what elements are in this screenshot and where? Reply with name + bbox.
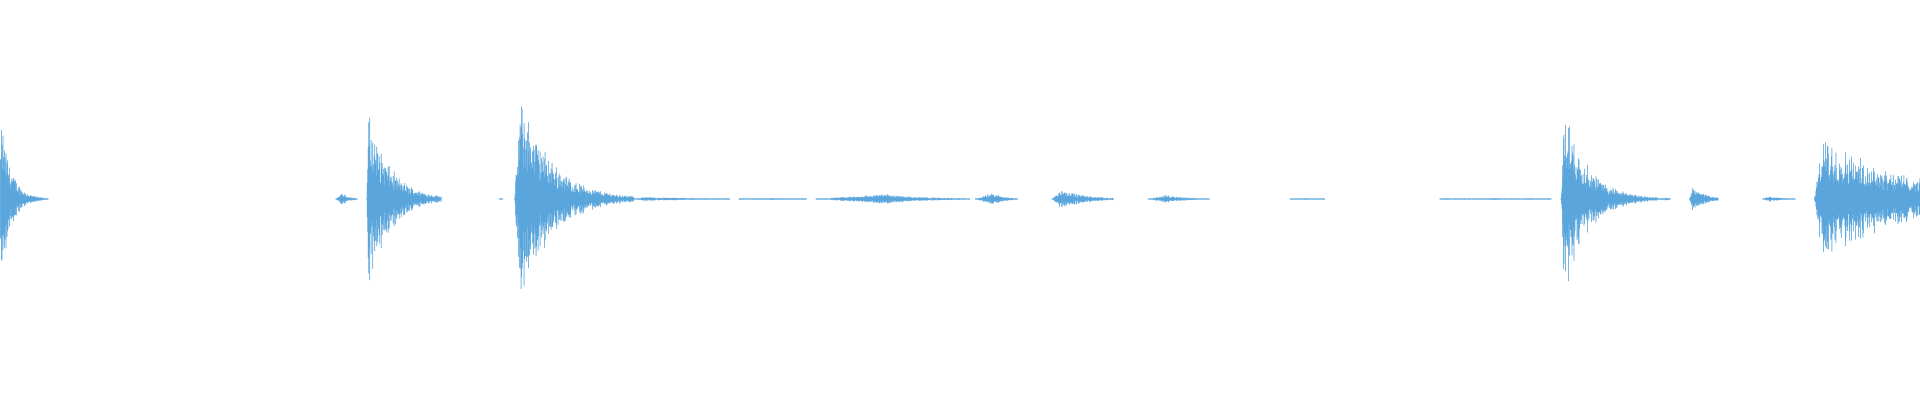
waveform-segment xyxy=(0,130,49,261)
waveform-segment xyxy=(514,106,634,289)
waveform-segment xyxy=(1762,196,1796,202)
waveform-segment xyxy=(815,194,970,204)
waveform-segment xyxy=(366,117,442,281)
waveform-segment xyxy=(1689,188,1719,210)
waveform-segment xyxy=(1560,124,1671,282)
waveform-segment xyxy=(1439,198,1552,200)
waveform-segment xyxy=(1051,191,1114,208)
waveform-segment xyxy=(335,193,358,205)
waveform-segment xyxy=(1147,195,1210,203)
waveform-segment xyxy=(1814,142,1920,252)
waveform-segment xyxy=(738,198,807,200)
waveform-segment xyxy=(975,193,1018,204)
waveform-segment xyxy=(1289,198,1326,200)
waveform-segment xyxy=(498,198,504,200)
waveform-segment xyxy=(633,197,730,201)
